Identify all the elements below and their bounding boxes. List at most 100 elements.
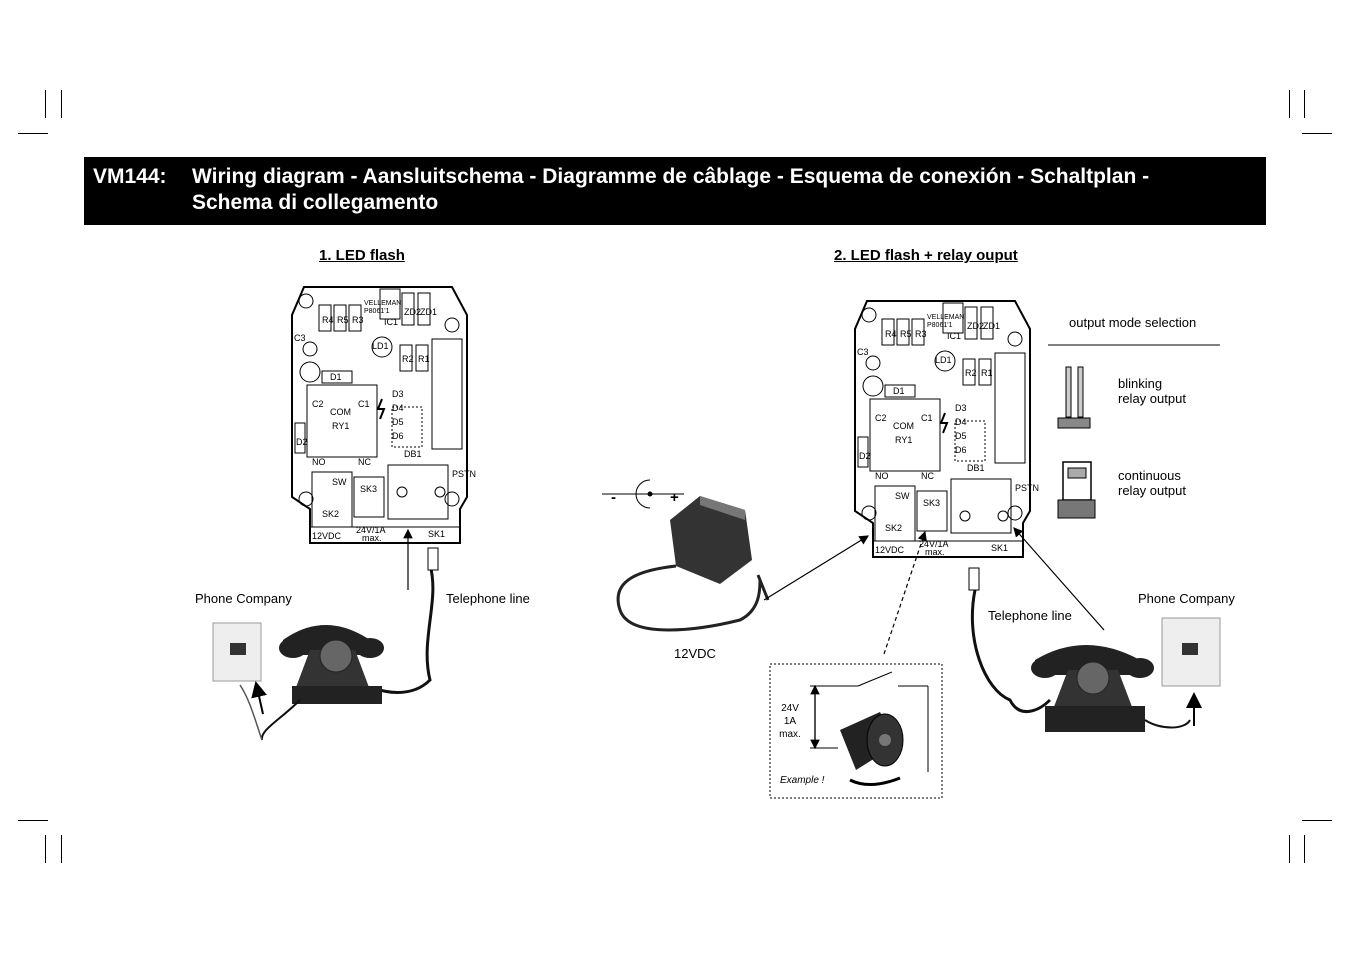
pcb-label-r1: R1 <box>418 354 430 364</box>
pcb-label-zd2: ZD2 <box>404 307 421 317</box>
section-title-led-flash-relay: 2. LED flash + relay ouput <box>834 247 1018 264</box>
pcb2-label-r4: R4 <box>885 329 897 339</box>
pcb2-label-zd2: ZD2 <box>967 321 984 331</box>
pcb-label-r3: R3 <box>352 315 364 325</box>
pcb2-label-nc: NC <box>921 471 934 481</box>
rating-line1: 24V <box>781 703 799 714</box>
pcb2-label-d5: D5 <box>955 431 967 441</box>
page-title-line2: Schema di collegamento <box>192 191 439 214</box>
pcb2-label-d6: D6 <box>955 445 967 455</box>
pcb-label-sk1: SK1 <box>428 529 445 539</box>
pcb2-label-c1: C1 <box>921 413 933 423</box>
pcb-label-d2: D2 <box>296 437 308 447</box>
pcb2-label-zd1: ZD1 <box>983 321 1000 331</box>
continuous-label-line1: continuous <box>1118 468 1181 483</box>
crop-mark <box>45 90 46 118</box>
pcb-label-d3: D3 <box>392 389 404 399</box>
pcb-label-sk2: SK2 <box>322 509 339 519</box>
title-bar: VM144: Wiring diagram - Aansluitschema -… <box>84 157 1266 225</box>
pcb-label-nc: NC <box>358 457 371 467</box>
pcb-label-max: max. <box>362 533 382 543</box>
pcb2-label-rating: 24V/1A <box>919 539 949 549</box>
pcb-label-sw: SW <box>332 477 347 487</box>
output-mode-selection-label: output mode selection <box>1069 315 1197 330</box>
pcb2-label-c2: C2 <box>875 413 887 423</box>
pcb2-label-d3: D3 <box>955 403 967 413</box>
pcb-label-c2: C2 <box>312 399 324 409</box>
siren-example-box <box>769 663 943 799</box>
pcb-label-rating: 24V/1A <box>356 525 386 535</box>
pcb2-label-ic1: IC1 <box>947 331 961 341</box>
pcb-label-ld1: LD1 <box>372 341 389 351</box>
pcb-label-ic1: IC1 <box>384 317 398 327</box>
pcb-label-db1: DB1 <box>404 449 422 459</box>
pcb-board-1: R4 R5 R3 R2 R1 ZD2 ZD1 IC1 LD1 D1 COM C2… <box>291 286 476 544</box>
pcb2-label-pstn: PSTN <box>1015 483 1039 493</box>
phone-company-label-1: Phone Company <box>195 591 292 606</box>
pcb-label-pstn: PSTN <box>452 469 476 479</box>
pcb-label-c3: C3 <box>294 333 306 343</box>
crop-mark <box>61 835 62 863</box>
pcb2-label-sk1: SK1 <box>991 543 1008 553</box>
rating-line3: max. <box>779 729 801 740</box>
pcb2-label-sk2: SK2 <box>885 523 902 533</box>
pcb-label-d4: D4 <box>392 403 404 413</box>
pcb2-label-sw: SW <box>895 491 910 501</box>
pcb-label-r2: R2 <box>402 354 414 364</box>
pcb-label-ry1: RY1 <box>332 421 349 431</box>
pcb2-label-ld1: LD1 <box>935 355 952 365</box>
pcb-label-velleman: VELLEMAN <box>364 300 401 307</box>
crop-mark <box>1304 90 1305 118</box>
pcb2-label-velleman: VELLEMAN <box>927 314 964 321</box>
crop-mark <box>1302 820 1332 821</box>
page-title-line1: Wiring diagram - Aansluitschema - Diagra… <box>192 165 1150 188</box>
pcb2-label-r3: R3 <box>915 329 927 339</box>
example-label: Example ! <box>780 775 825 786</box>
crop-mark <box>1304 835 1305 863</box>
pcb2-label-d4: D4 <box>955 417 967 427</box>
pcb-label-sk3: SK3 <box>360 484 377 494</box>
pcb2-label-db1: DB1 <box>967 463 985 473</box>
pcb-label-d1: D1 <box>330 372 342 382</box>
pcb2-label-r5: R5 <box>900 329 912 339</box>
pcb-label-c1: C1 <box>358 399 370 409</box>
power-adapter <box>602 479 870 632</box>
adapter-voltage-label: 12VDC <box>674 646 716 661</box>
crop-mark <box>45 835 46 863</box>
blinking-label-line2: relay output <box>1118 391 1186 406</box>
crop-mark <box>1302 133 1332 134</box>
pcb-label-d5: D5 <box>392 417 404 427</box>
pcb2-label-d1: D1 <box>893 386 905 396</box>
pcb2-label-c3: C3 <box>857 347 869 357</box>
pcb2-label-max: max. <box>925 547 945 557</box>
pcb-label-r4: R4 <box>322 315 334 325</box>
rating-line2: 1A <box>783 716 797 727</box>
pcb2-label-r1: R1 <box>981 368 993 378</box>
pcb2-label-com: COM <box>893 421 914 431</box>
model-code: VM144: <box>93 165 167 188</box>
pcb-label-r5: R5 <box>337 315 349 325</box>
continuous-label-line2: relay output <box>1118 483 1186 498</box>
pcb2-label-sk3: SK3 <box>923 498 940 508</box>
pcb-label-zd1: ZD1 <box>420 307 437 317</box>
pcb-label-com: COM <box>330 407 351 417</box>
pcb2-label-12vdc: 12VDC <box>875 545 905 555</box>
pcb-label-12vdc: 12VDC <box>312 531 342 541</box>
pcb2-label-r2: R2 <box>965 368 977 378</box>
phone-company-label-2: Phone Company <box>1138 591 1235 606</box>
pcb2-label-ry1: RY1 <box>895 435 912 445</box>
adapter-plus: + <box>670 489 679 506</box>
blinking-label-line1: blinking <box>1118 376 1163 391</box>
jumper-open-icon <box>1057 366 1091 429</box>
crop-mark <box>1289 90 1290 118</box>
telephone-line-label-2: Telephone line <box>988 608 1072 623</box>
telephone-1 <box>212 547 439 741</box>
pcb2-label-d2: D2 <box>859 451 871 461</box>
crop-mark <box>1289 835 1290 863</box>
adapter-minus: - <box>611 489 616 506</box>
pcb2-label-no: NO <box>875 471 889 481</box>
section-title-led-flash: 1. LED flash <box>319 247 405 264</box>
jumper-closed-icon <box>1057 461 1096 519</box>
pcb-board-2: R4 R5 R3 R2 R1 ZD2 ZD1 IC1 LD1 D1 COM C2… <box>854 300 1039 558</box>
pcb-label-no: NO <box>312 457 326 467</box>
